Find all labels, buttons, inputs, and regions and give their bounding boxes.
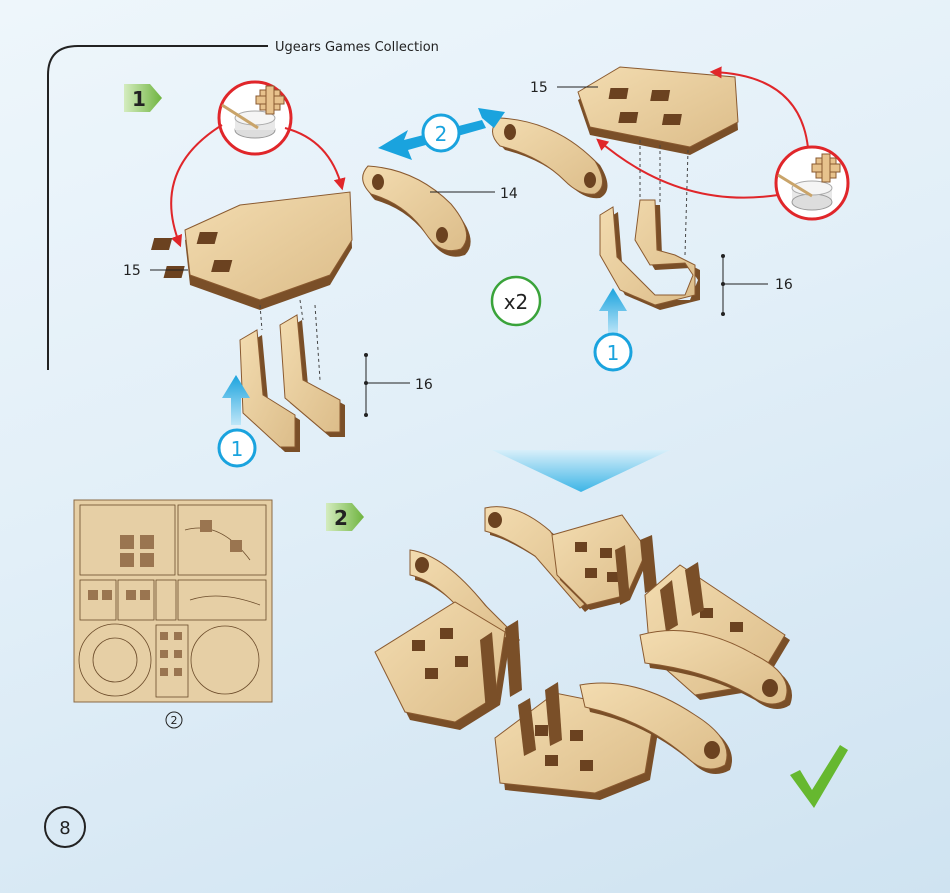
step-badge-1: 1 (124, 84, 162, 112)
dimension-bracket-right (721, 254, 768, 316)
page-number-badge: 8 (45, 807, 85, 847)
plate-part-left (151, 192, 352, 310)
parts-sheet-thumbnail (74, 500, 272, 702)
multiplier-text: x2 (504, 290, 529, 314)
part-label-link: 14 (500, 186, 518, 202)
assembled-leg-right (640, 562, 792, 709)
part-label-left-legs: 16 (415, 377, 433, 393)
link-part-left (363, 166, 471, 257)
step-badge-2: 2 (326, 503, 364, 531)
header-title: Ugears Games Collection (275, 40, 439, 55)
plate-part-right (578, 67, 738, 155)
legs-part-left (240, 315, 345, 452)
glue-arrow-right (285, 128, 342, 188)
move-arrow-badge: 2 (435, 122, 448, 146)
part-label-right-legs: 16 (775, 277, 793, 293)
up-arrow-left-badge: 1 (231, 437, 244, 461)
move-arrow: 2 (378, 108, 505, 160)
step-number-2: 2 (334, 506, 348, 530)
dimension-bracket-left (364, 353, 410, 417)
assembled-leg-left (375, 550, 522, 730)
assembled-leg-top (485, 507, 657, 612)
glue-pot-icon (219, 82, 291, 154)
assembled-leg-bottom (495, 682, 732, 800)
step-number-1: 1 (132, 87, 146, 111)
sheet-number: 2 (171, 714, 178, 727)
part-label-right-plate: 15 (530, 80, 548, 96)
part-label-left-plate: 15 (123, 263, 141, 279)
page-number: 8 (59, 818, 70, 839)
up-arrow-right-badge: 1 (607, 341, 620, 365)
glue-pot-icon (776, 147, 848, 219)
up-arrow-right: 1 (595, 288, 631, 370)
check-icon (790, 745, 848, 808)
multiplier-badge: x2 (492, 277, 540, 325)
down-arrow-icon (492, 450, 670, 492)
